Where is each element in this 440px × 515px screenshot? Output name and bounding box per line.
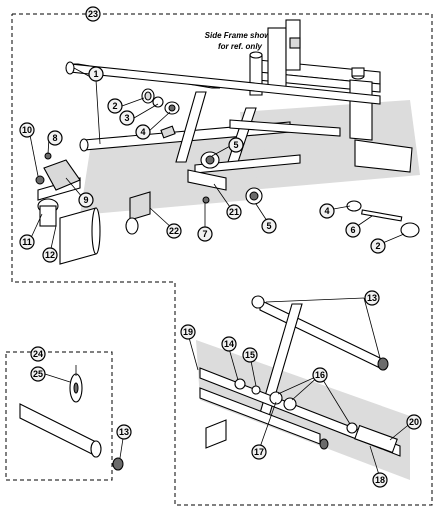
svg-text:4: 4 — [140, 127, 145, 137]
callout-21: 21 — [226, 204, 242, 220]
callout-2: 2 — [107, 98, 123, 114]
svg-text:13: 13 — [367, 293, 377, 303]
svg-text:2: 2 — [375, 241, 380, 251]
note-line-2: for ref. only — [218, 42, 263, 51]
callout-4: 4 — [135, 124, 151, 140]
kit-24-border — [5, 351, 113, 481]
svg-text:25: 25 — [33, 369, 43, 379]
svg-text:13: 13 — [119, 427, 129, 437]
svg-text:21: 21 — [229, 207, 239, 217]
svg-text:18: 18 — [375, 475, 385, 485]
kit-24-parts — [19, 373, 124, 471]
svg-text:7: 7 — [202, 229, 207, 239]
callout-17: 17 — [251, 444, 267, 460]
svg-text:20: 20 — [409, 417, 419, 427]
svg-text:2: 2 — [112, 101, 117, 111]
cross-brace-left — [37, 159, 101, 265]
callout-6: 6 — [345, 222, 361, 238]
callout-13: 13 — [364, 290, 380, 306]
callout-14: 14 — [221, 336, 237, 352]
svg-text:22: 22 — [169, 226, 179, 236]
callout-24: 24 — [30, 346, 46, 362]
svg-text:3: 3 — [124, 113, 129, 123]
svg-text:23: 23 — [88, 9, 98, 19]
callout-23: 23 — [85, 6, 101, 22]
svg-text:8: 8 — [52, 133, 57, 143]
svg-text:10: 10 — [22, 125, 32, 135]
callout-20: 20 — [406, 414, 422, 430]
callout-18: 18 — [372, 472, 388, 488]
callout-25: 25 — [30, 366, 46, 382]
frame-tube-assembly — [65, 61, 381, 215]
kit-23-border — [11, 13, 433, 506]
lower-right-assembly — [196, 295, 410, 480]
callout-5: 5 — [228, 137, 244, 153]
svg-text:14: 14 — [224, 339, 234, 349]
callout-3: 3 — [119, 110, 135, 126]
callout-5b: 5 — [261, 218, 277, 234]
note-line-1: Side Frame shown — [205, 31, 276, 40]
callout-4b: 4 — [319, 203, 335, 219]
svg-text:15: 15 — [245, 350, 255, 360]
svg-text:6: 6 — [350, 225, 355, 235]
callout-9: 9 — [78, 192, 94, 208]
callout-8: 8 — [47, 130, 63, 146]
callout-2b: 2 — [370, 238, 386, 254]
svg-text:5: 5 — [233, 140, 238, 150]
callout-11: 11 — [19, 234, 35, 250]
leader-25 — [44, 373, 71, 383]
callout-10: 10 — [19, 122, 35, 138]
svg-text:16: 16 — [315, 370, 325, 380]
svg-text:24: 24 — [33, 349, 43, 359]
callout-7: 7 — [197, 226, 213, 242]
hardware-small-parts — [35, 88, 420, 238]
callout-22: 22 — [166, 223, 182, 239]
svg-text:5: 5 — [266, 221, 271, 231]
svg-text:9: 9 — [83, 195, 88, 205]
svg-text:12: 12 — [45, 250, 55, 260]
svg-text:19: 19 — [183, 327, 193, 337]
svg-text:4: 4 — [324, 206, 329, 216]
callout-1: 1 — [88, 66, 104, 82]
callout-19: 19 — [180, 324, 196, 340]
callout-13b: 13 — [116, 424, 132, 440]
svg-text:17: 17 — [254, 447, 264, 457]
callout-12: 12 — [42, 247, 58, 263]
svg-text:1: 1 — [93, 69, 98, 79]
callout-15: 15 — [242, 347, 258, 363]
svg-text:11: 11 — [22, 237, 32, 247]
callout-16: 16 — [312, 367, 328, 383]
